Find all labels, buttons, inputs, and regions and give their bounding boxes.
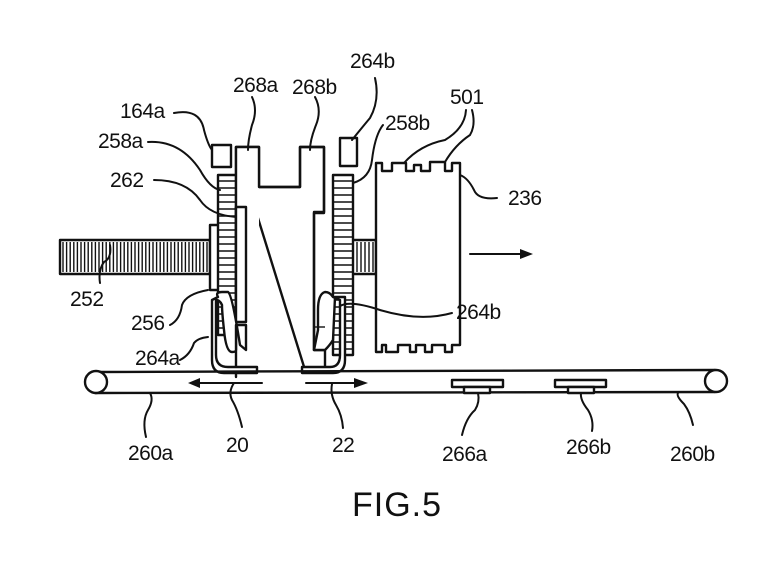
label-20: 20	[226, 434, 248, 457]
label-264b-top: 264b	[350, 50, 395, 73]
label-266b: 266b	[566, 436, 611, 459]
arrow-20-left	[188, 378, 263, 388]
threaded-shaft-252	[58, 238, 212, 276]
label-260b: 260b	[670, 443, 715, 466]
figure-caption: FIG.5	[352, 486, 442, 524]
label-266a: 266a	[442, 443, 488, 466]
label-258b: 258b	[385, 112, 430, 135]
block-164a	[210, 143, 233, 169]
label-262: 262	[110, 169, 144, 192]
block-264b-top	[338, 136, 359, 168]
label-264a: 264a	[135, 347, 181, 370]
roller-260b	[703, 368, 729, 394]
conveyor-belt-260	[83, 368, 729, 395]
clip-264a	[210, 290, 259, 375]
leader-lines	[98, 77, 694, 438]
label-268a: 268a	[233, 74, 279, 97]
label-164a: 164a	[120, 100, 166, 123]
roller-260a	[83, 369, 109, 395]
cassette-266a	[450, 378, 505, 395]
label-256: 256	[131, 312, 165, 335]
label-22: 22	[332, 434, 354, 457]
label-236: 236	[508, 187, 542, 210]
cassette-236	[374, 160, 462, 354]
arrow-22-right	[305, 378, 368, 388]
label-268b: 268b	[292, 76, 337, 99]
label-264b-mid: 264b	[456, 301, 501, 324]
direction-arrow-right	[469, 249, 533, 259]
clip-264b	[300, 290, 347, 375]
label-258a: 258a	[98, 130, 144, 153]
label-252: 252	[70, 288, 104, 311]
label-260a: 260a	[128, 442, 174, 465]
label-501: 501	[450, 86, 484, 109]
